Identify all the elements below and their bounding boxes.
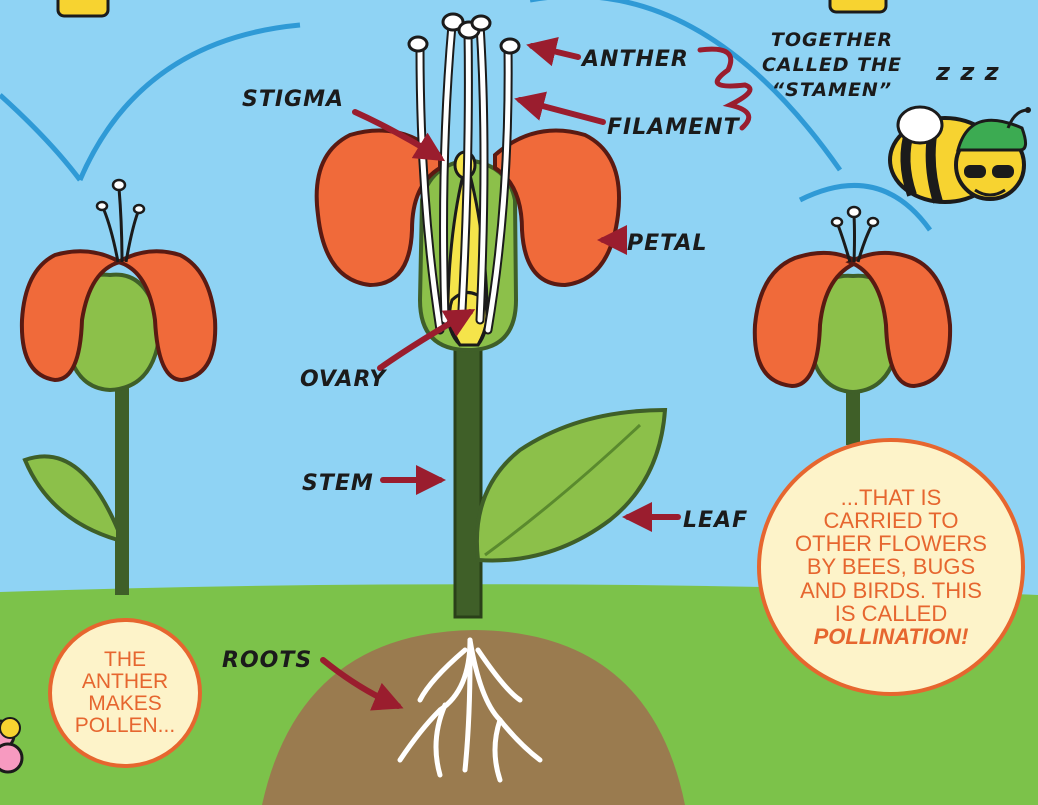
label-roots: ROOTS	[222, 648, 312, 673]
label-petal: PETAL	[627, 231, 708, 256]
bubble-right-line: ...THAT IS	[841, 486, 942, 509]
main-stem	[455, 345, 481, 617]
label-stem: STEM	[302, 471, 374, 496]
bubble-left-line: ANTHER	[82, 671, 168, 693]
label-ovary: OVARY	[300, 367, 387, 392]
yellow-shape-right	[830, 0, 886, 12]
speech-bubble-right: ...THAT IS CARRIED TO OTHER FLOWERS BY B…	[757, 438, 1025, 696]
bee-snore: z z z	[935, 58, 1000, 86]
label-anther: ANTHER	[580, 47, 689, 72]
bubble-right-line: IS CALLED	[835, 602, 948, 625]
stamen-note-line: CALLED THE	[762, 54, 902, 76]
bubble-right-emphasis: POLLINATION!	[814, 625, 969, 648]
yellow-shape-left	[58, 0, 108, 16]
stamen-note-line: “STAMEN”	[772, 79, 892, 101]
bee-icon	[890, 107, 1031, 202]
bubble-left-line: THE	[104, 649, 146, 671]
label-filament: FILAMENT	[607, 115, 741, 140]
label-leaf: LEAF	[683, 508, 748, 533]
stamen-note: TOGETHER CALLED THE “STAMEN”	[762, 29, 902, 101]
bubble-left-line: POLLEN...	[75, 715, 175, 737]
label-stigma: STIGMA	[242, 87, 344, 112]
bubble-right-line: OTHER FLOWERS	[795, 532, 987, 555]
bubble-right-line: CARRIED TO	[824, 509, 959, 532]
stamen-note-line: TOGETHER	[771, 29, 893, 51]
speech-bubble-left: THE ANTHER MAKES POLLEN...	[48, 618, 202, 768]
bubble-left-line: MAKES	[88, 693, 162, 715]
bubble-right-line: AND BIRDS. THIS	[800, 579, 982, 602]
bubble-right-line: BY BEES, BUGS	[807, 555, 975, 578]
